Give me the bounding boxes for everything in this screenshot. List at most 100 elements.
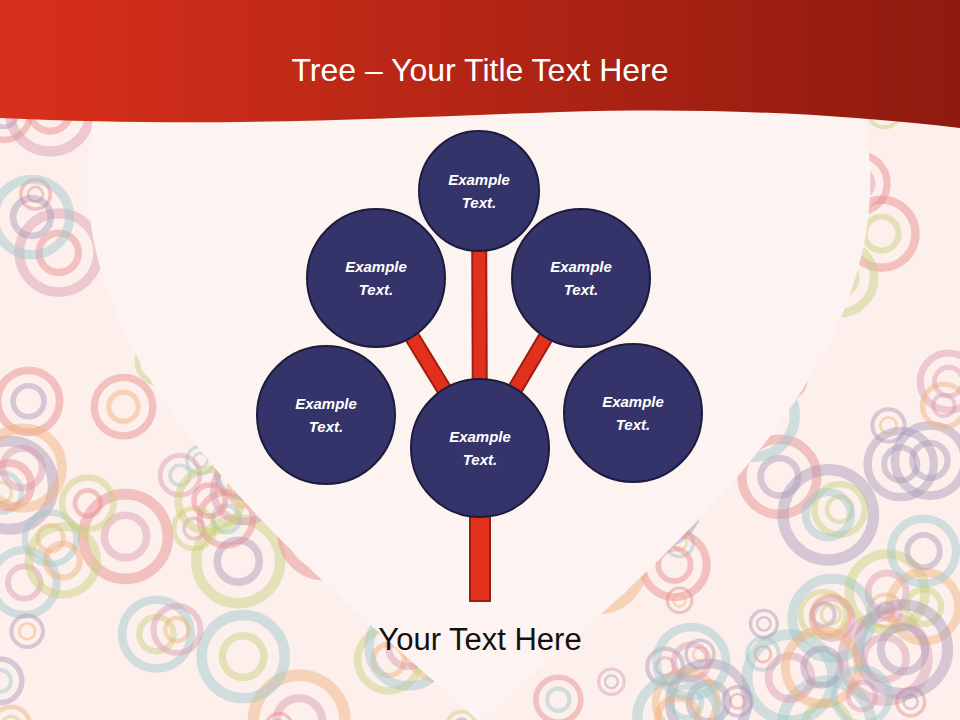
tree-circle: Example Text. bbox=[410, 378, 550, 518]
ring-inner bbox=[934, 367, 960, 396]
circle-outline bbox=[256, 345, 396, 485]
node-text: Example Text. bbox=[444, 168, 514, 214]
circle-shape bbox=[307, 209, 445, 347]
ring-outer bbox=[62, 477, 113, 528]
ring-inner bbox=[46, 543, 80, 577]
ring bbox=[94, 377, 153, 436]
ring-inner bbox=[804, 649, 841, 686]
ring-inner bbox=[730, 694, 744, 708]
ring-outer bbox=[667, 588, 692, 613]
tree-branch bbox=[515, 336, 547, 389]
ring-inner bbox=[13, 386, 44, 417]
ring-outer bbox=[0, 370, 60, 432]
ring bbox=[266, 714, 293, 720]
ring-inner bbox=[276, 698, 322, 720]
ring-outer bbox=[723, 687, 752, 716]
ring-inner bbox=[806, 492, 851, 537]
ring bbox=[656, 627, 726, 697]
ring-inner bbox=[104, 515, 146, 557]
ring-outer bbox=[0, 659, 22, 703]
ring bbox=[922, 384, 960, 427]
ring bbox=[29, 526, 97, 594]
ring bbox=[11, 615, 43, 647]
ring-outer bbox=[202, 615, 285, 698]
circle-outline bbox=[418, 130, 540, 252]
ring-inner bbox=[194, 485, 225, 516]
ring-inner bbox=[673, 594, 685, 606]
ring-inner bbox=[75, 490, 101, 516]
ring-inner bbox=[848, 682, 876, 710]
ring bbox=[891, 519, 956, 584]
tree-branch bbox=[479, 250, 481, 380]
ring-inner bbox=[881, 627, 926, 672]
ring-inner bbox=[109, 392, 138, 421]
circle-content: Example Text. bbox=[563, 343, 703, 483]
node-text: Example Text. bbox=[341, 255, 411, 301]
branch-fill bbox=[411, 336, 444, 390]
ring-outer bbox=[922, 384, 960, 427]
ring-outer bbox=[599, 669, 624, 694]
tree-circle: Example Text. bbox=[563, 343, 703, 483]
ring-inner bbox=[454, 719, 469, 720]
branch-outline bbox=[471, 250, 488, 380]
ring-pattern bbox=[0, 71, 960, 720]
ring-inner bbox=[605, 675, 618, 688]
ring-outer bbox=[750, 610, 777, 637]
ring bbox=[783, 470, 873, 560]
ring-inner bbox=[821, 605, 840, 624]
tree-circle: Example Text. bbox=[256, 345, 396, 485]
ring-inner bbox=[0, 670, 11, 692]
tree-branch bbox=[411, 336, 444, 390]
ring-outer bbox=[0, 428, 62, 507]
ring-outer bbox=[0, 179, 70, 254]
ring-inner bbox=[2, 716, 21, 720]
node-text: Example Text. bbox=[291, 392, 361, 438]
circle-content: Example Text. bbox=[511, 208, 651, 348]
circle-shape bbox=[419, 131, 539, 251]
ring bbox=[792, 579, 871, 658]
ring-outer bbox=[656, 627, 726, 697]
ring bbox=[0, 428, 62, 507]
branch-outline bbox=[411, 336, 444, 390]
ring-inner bbox=[547, 688, 569, 710]
node-text: Example Text. bbox=[546, 255, 616, 301]
ring-inner bbox=[13, 198, 51, 236]
ring-inner bbox=[933, 395, 954, 416]
tree-circle: Example Text. bbox=[511, 208, 651, 348]
circle-content: Example Text. bbox=[256, 345, 396, 485]
ring-inner bbox=[907, 535, 940, 568]
ring-outer bbox=[536, 677, 581, 720]
ring bbox=[202, 615, 285, 698]
ring-inner bbox=[674, 644, 709, 679]
ring-inner bbox=[865, 217, 899, 251]
circle-shape bbox=[512, 209, 650, 347]
ring-outer bbox=[29, 526, 97, 594]
circle-outline bbox=[563, 343, 703, 483]
ring-outer bbox=[834, 668, 889, 720]
ring-inner bbox=[658, 698, 699, 720]
ring-outer bbox=[868, 431, 934, 497]
circle-shape bbox=[411, 379, 549, 517]
ring bbox=[0, 370, 60, 432]
circle-content: Example Text. bbox=[410, 378, 550, 518]
ring-inner bbox=[165, 618, 188, 641]
ring bbox=[599, 669, 624, 694]
ring-outer bbox=[266, 714, 293, 720]
ring bbox=[637, 677, 719, 720]
ring-outer bbox=[253, 675, 345, 720]
branch-fill bbox=[515, 336, 547, 389]
ring bbox=[667, 588, 692, 613]
tree-circle: Example Text. bbox=[418, 130, 540, 252]
ring-inner bbox=[19, 623, 35, 639]
ring bbox=[0, 659, 22, 703]
node-text: Example Text. bbox=[445, 425, 515, 471]
circle-shape bbox=[564, 344, 702, 482]
ring bbox=[868, 431, 934, 497]
ring-inner bbox=[757, 617, 770, 630]
caption: Your Text Here bbox=[0, 622, 960, 658]
circle-outline bbox=[306, 208, 446, 348]
circle-content: Example Text. bbox=[418, 130, 540, 252]
ring-inner bbox=[222, 636, 264, 678]
circle-shape bbox=[257, 346, 395, 484]
